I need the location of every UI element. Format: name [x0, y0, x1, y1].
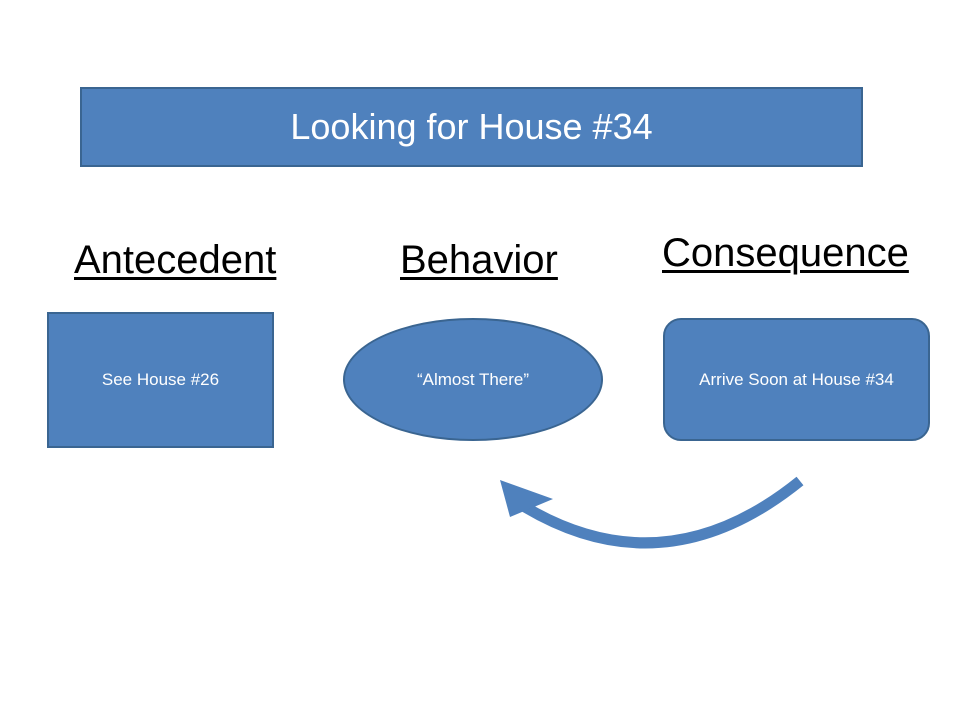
behavior-heading: Behavior	[400, 238, 558, 282]
consequence-text: Arrive Soon at House #34	[699, 369, 894, 389]
behavior-text: “Almost There”	[416, 369, 530, 389]
antecedent-box: See House #26	[47, 312, 274, 448]
title-text: Looking for House #34	[290, 106, 653, 147]
antecedent-heading: Antecedent	[74, 238, 277, 282]
consequence-box: Arrive Soon at House #34	[663, 318, 930, 441]
antecedent-text: See House #26	[101, 370, 220, 390]
arrow-shaft	[522, 476, 804, 549]
behavior-ellipse: “Almost There”	[343, 318, 603, 441]
arrow-head	[500, 480, 553, 517]
consequence-heading: Consequence	[662, 231, 909, 275]
title-banner: Looking for House #34	[80, 87, 863, 167]
